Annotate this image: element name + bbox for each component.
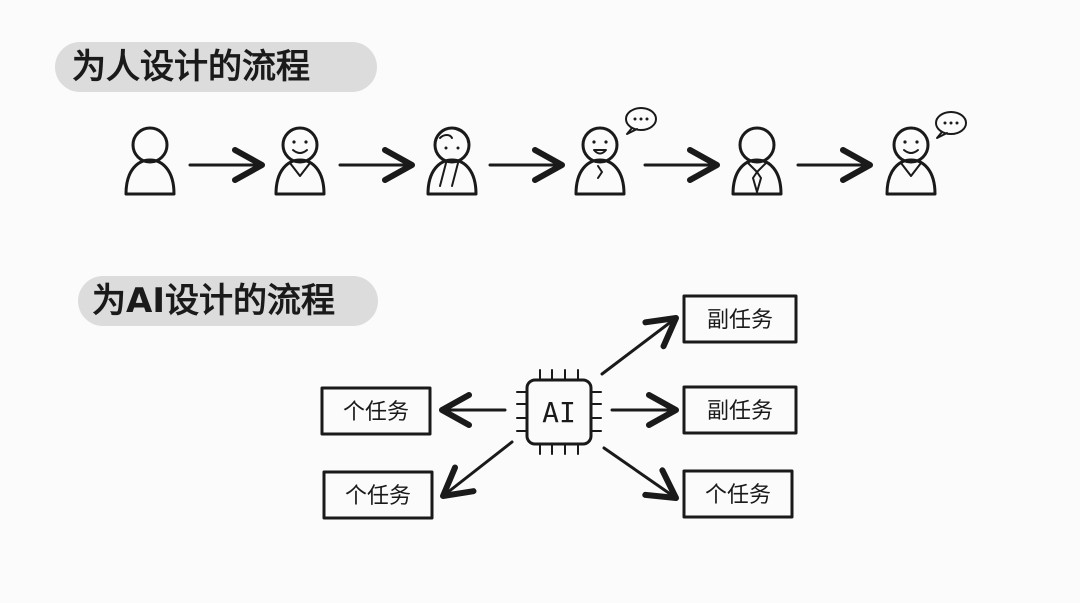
branch-arrow	[440, 440, 514, 499]
ai-chip-label: AI	[542, 396, 576, 429]
section-human-flow: 为人设计的流程	[55, 42, 967, 196]
person-smiling-icon	[274, 126, 326, 196]
task-label: 个任务	[345, 484, 411, 509]
task-label: 副任务	[707, 308, 773, 333]
task-label: 副任务	[707, 399, 773, 424]
task-box: 副任务	[682, 294, 798, 344]
person-talking-icon	[574, 107, 657, 196]
title-highlight	[78, 276, 378, 326]
person-blank-icon	[124, 126, 176, 196]
title-highlight	[55, 42, 377, 92]
person-woman-icon	[426, 126, 478, 196]
person-suit-icon	[731, 126, 783, 196]
person-talking-icon	[885, 111, 967, 196]
task-label: 个任务	[343, 400, 409, 425]
task-label: 个任务	[705, 483, 771, 508]
task-box: 个任务	[322, 470, 434, 520]
section-ai-title: 为AI设计的流程	[92, 281, 335, 321]
section-ai-flow: 为AI设计的流程 AI	[78, 276, 798, 520]
branch-arrow	[602, 446, 679, 501]
task-box: 副任务	[682, 385, 798, 435]
section-human-title: 为人设计的流程	[72, 47, 310, 87]
ai-chip-icon: AI	[516, 369, 602, 455]
task-box: 个任务	[682, 469, 794, 519]
task-box: 个任务	[320, 386, 432, 436]
branch-arrow	[600, 315, 679, 376]
